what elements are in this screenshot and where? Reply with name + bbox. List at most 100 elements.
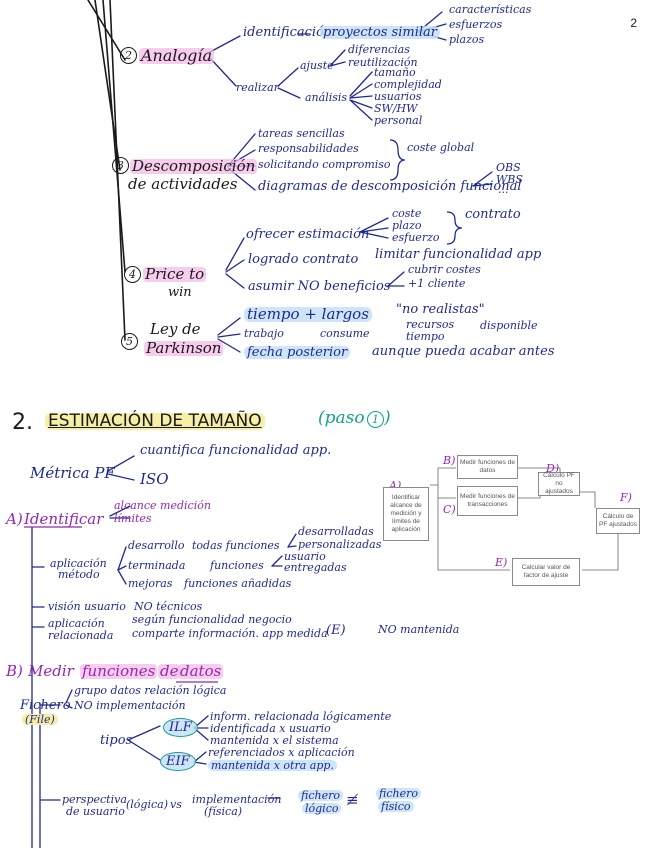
- item-number-4: 4: [124, 266, 141, 283]
- iso-text: ISO: [140, 472, 169, 487]
- identificada-usuario-text: identificada x usuario: [210, 723, 331, 734]
- diferencias-text: diferencias: [348, 44, 410, 55]
- plazo-text: plazo: [392, 220, 422, 231]
- item-number-3: 3: [112, 157, 129, 174]
- metrica-pf-text: Métrica PF: [30, 466, 115, 481]
- medir-heading: Medir: [28, 664, 74, 679]
- b-label: B): [6, 664, 23, 679]
- diagram-box-factor: Calcular valor de factor de ajuste: [512, 558, 580, 586]
- funciones-text: funciones: [210, 560, 264, 571]
- no-realistas-text: "no realistas": [396, 303, 485, 316]
- solicitando-compromiso-text: solicitando compromiso: [258, 159, 391, 170]
- grupo-datos-text: grupo datos relación lógica: [74, 685, 226, 696]
- vs-text: vs: [170, 799, 182, 810]
- diagram-box-ajustados: Cálculo de PF ajustados: [596, 508, 640, 534]
- tareas-sencillas-text: tareas sencillas: [258, 128, 345, 139]
- ofrecer-estimacion-text: ofrecer estimación: [246, 228, 369, 241]
- obs-text: OBS: [496, 162, 521, 173]
- trabajo-text: trabajo: [244, 328, 284, 339]
- esfuerzos-text: esfuerzos: [449, 19, 502, 30]
- funciones-heading: funciones: [80, 664, 157, 679]
- tiempo-text: tiempo: [406, 331, 445, 342]
- a-label: A): [6, 512, 23, 527]
- todas-funciones-text: todas funciones: [192, 540, 280, 551]
- fichero-fisico-2: físico: [378, 801, 414, 812]
- de-actividades-heading: de actividades: [128, 177, 237, 192]
- no-tecnicos-text: NO técnicos: [134, 601, 202, 612]
- desarrolladas-text: desarrolladas: [298, 526, 374, 537]
- esfuerzo-text: esfuerzo: [392, 232, 440, 243]
- fichero-fisico-1: fichero: [376, 788, 421, 799]
- mantenida-otra-text: mantenida x otra app.: [208, 760, 337, 771]
- responsabilidades-text: responsabilidades: [258, 143, 359, 154]
- mas-1-cliente-text: +1 cliente: [408, 278, 465, 289]
- recursos-text: recursos: [406, 319, 454, 330]
- logrado-contrato-text: logrado contrato: [248, 253, 358, 266]
- item-number-5: 5: [121, 333, 138, 350]
- asumir-text: asumir NO beneficios: [248, 280, 390, 293]
- alcance-text: alcance medición: [114, 500, 211, 511]
- paso-suffix: ): [384, 410, 391, 427]
- proyectos-similares-text: proyectos similar: [320, 26, 440, 39]
- analisis-text: análisis: [305, 92, 347, 103]
- ilf-badge: ILF: [163, 718, 198, 737]
- aunque-text: aunque pueda acabar antes: [372, 345, 555, 358]
- mantenida-sistema-text: mantenida x el sistema: [210, 735, 339, 746]
- entregadas-text: entregadas: [284, 562, 347, 573]
- sw-hw-text: SW/HW: [374, 103, 417, 114]
- win-heading: win: [168, 286, 192, 299]
- item-number-2: 2: [120, 47, 137, 64]
- dots-text: ...: [498, 184, 509, 195]
- consume-text: consume: [320, 328, 370, 339]
- inform-relacionada-text: inform. relacionada lógicamente: [210, 711, 391, 722]
- tamano-text: tamaño: [374, 67, 416, 78]
- limitar-funcionalidad-text: limitar funcionalidad app: [375, 248, 541, 261]
- coste-text: coste: [392, 208, 421, 219]
- personalizadas-text: personalizadas: [298, 539, 381, 550]
- personal-text: personal: [374, 115, 422, 126]
- no-implementacion-text: NO implementación: [74, 700, 186, 711]
- perspectiva-2: de usuario: [66, 806, 125, 817]
- coste-global-text: coste global: [407, 142, 474, 153]
- caracteristicas-text: características: [449, 4, 531, 15]
- section-2-title: ESTIMACIÓN DE TAMAÑO: [45, 413, 265, 430]
- segun-funcionalidad-text: según funcionalidad negocio: [132, 614, 292, 625]
- complejidad-text: complejidad: [374, 79, 442, 90]
- diagram-label-e: E): [495, 556, 507, 569]
- datos-heading: datos: [178, 664, 223, 679]
- tipos-text: tipos: [100, 734, 132, 747]
- mejoras-text: mejoras: [128, 578, 172, 589]
- disponible-text: disponible: [480, 320, 538, 331]
- diagram-label-f: F): [620, 491, 632, 504]
- referenciados-text: referenciados x aplicación: [208, 747, 355, 758]
- price-to-heading: Price to: [143, 267, 206, 282]
- terminada-text: terminada: [128, 560, 185, 571]
- fecha-posterior-text: fecha posterior: [244, 346, 350, 359]
- comparte-info-text: comparte información. app medida: [132, 628, 328, 639]
- implementacion-1: implementación: [192, 794, 281, 805]
- eif-badge: EIF: [160, 752, 196, 771]
- e-reference: (E): [326, 624, 346, 637]
- analogia-heading: Analogía: [139, 48, 214, 64]
- diagram-box-no-ajustados: Cálculo PF no ajustados: [538, 472, 580, 496]
- file-text: (File): [22, 714, 58, 725]
- plazos-text: plazos: [449, 34, 484, 45]
- aplicacion-relacionada-1: aplicación: [48, 618, 105, 629]
- contrato-text: contrato: [465, 208, 521, 221]
- cubrir-costes-text: cubrir costes: [408, 264, 481, 275]
- funciones-anadidas-text: funciones añadidas: [184, 578, 291, 589]
- diagramas-text: diagramas de descomposición funcional: [258, 180, 522, 193]
- ley-de-heading: Ley de: [150, 322, 201, 337]
- diagram-box-datos: Medir funciones de datos: [457, 455, 518, 479]
- diagram-label-b: B): [443, 454, 455, 467]
- fichero-text: Fichero: [20, 699, 71, 712]
- tiempo-largos-text: tiempo + largos: [244, 307, 372, 322]
- descomposicion-heading: Descomposición: [130, 159, 257, 174]
- fichero-logico-2: lógico: [302, 803, 341, 814]
- parkinson-heading: Parkinson: [144, 341, 223, 356]
- cuantifica-text: cuantifica funcionalidad app.: [140, 444, 331, 457]
- diagram-label-c: C): [443, 503, 456, 516]
- paso-number: 1: [367, 411, 384, 428]
- aplicacion-metodo-2: método: [58, 569, 100, 580]
